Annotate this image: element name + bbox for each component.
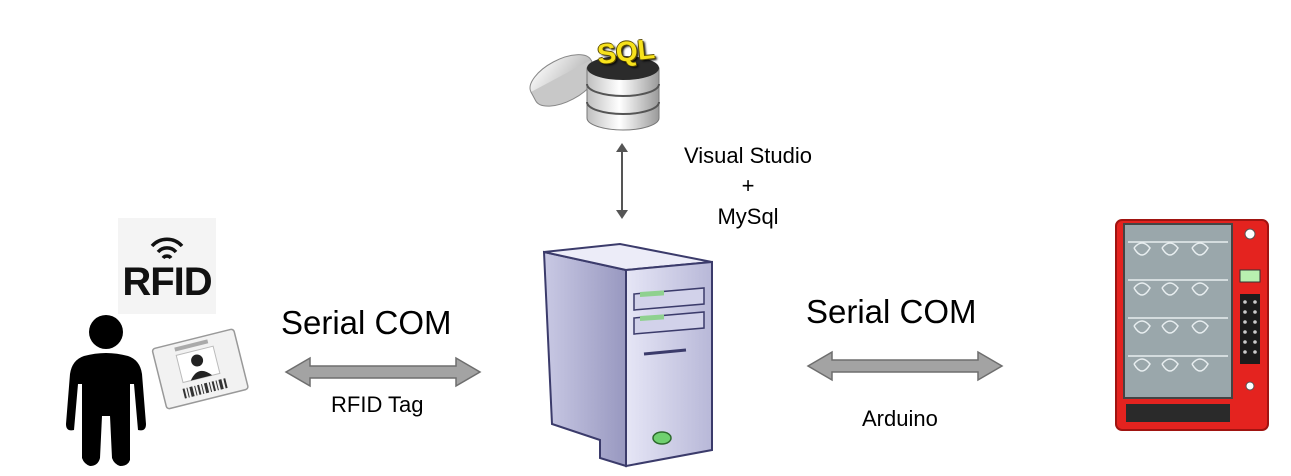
left-bidirectional-arrow	[284, 356, 482, 388]
rfid-logo: RFID	[118, 218, 216, 314]
left-caption-label: RFID Tag	[331, 392, 424, 417]
database-link-arrow	[616, 143, 628, 219]
left-protocol-label: Serial COM	[281, 304, 452, 341]
person-icon	[66, 315, 146, 466]
right-protocol-label: Serial COM	[806, 293, 977, 330]
right-caption-label: Arduino	[862, 406, 938, 431]
vending-machine-icon	[1115, 219, 1269, 431]
right-bidirectional-arrow	[806, 350, 1004, 382]
id-card-icon	[151, 328, 249, 410]
tool-line-1: Visual Studio	[683, 143, 812, 168]
server-tower-icon	[542, 242, 713, 468]
rfid-logo-text: RFID	[122, 260, 212, 304]
tool-line-2: +	[741, 173, 755, 198]
tool-line-3: MySql	[717, 204, 779, 229]
database-icon	[529, 54, 660, 131]
rfid-wifi-icon	[150, 237, 184, 260]
